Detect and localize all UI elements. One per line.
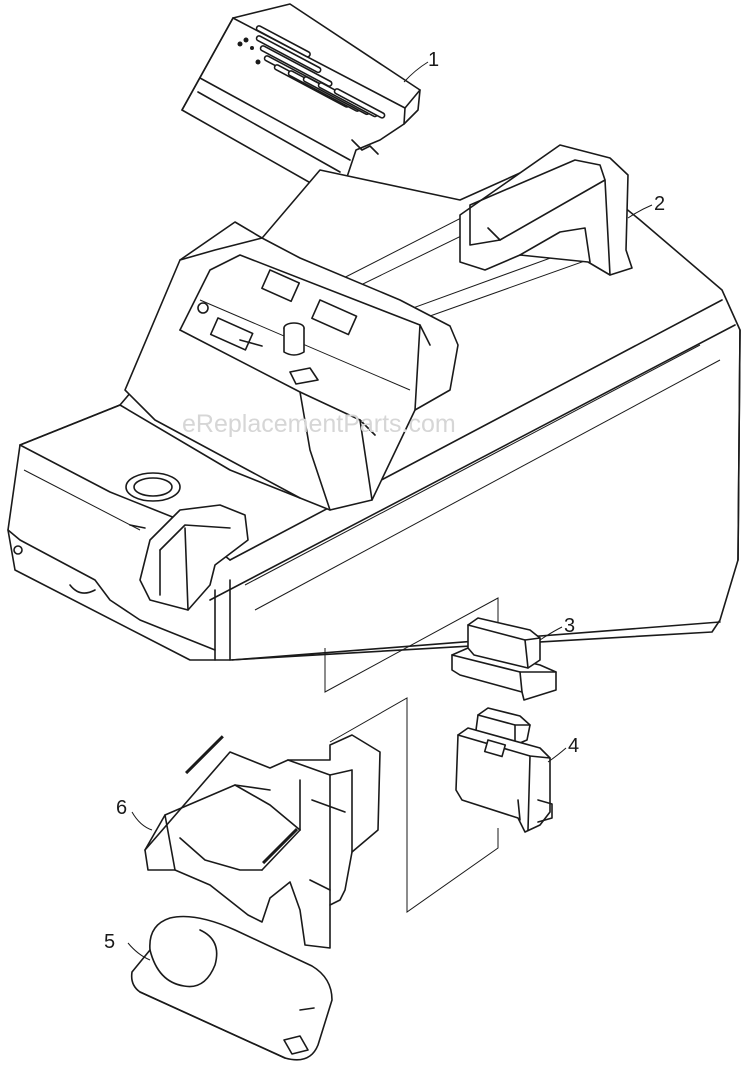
part-4-switch-body [455, 707, 553, 833]
callout-1: 1 [428, 49, 439, 71]
part-5-capacitor [130, 915, 333, 1061]
part-6-bracket [144, 734, 381, 949]
callout-4: 4 [568, 735, 579, 757]
callout-6: 6 [116, 797, 127, 819]
part-1-vent-cover [181, 3, 421, 195]
part-2-main-housing [7, 144, 741, 661]
part-3-switch-button [451, 617, 557, 701]
callout-3: 3 [564, 615, 575, 637]
callout-leaders [127, 61, 653, 961]
watermark: eReplacementParts.com [182, 410, 456, 438]
assembly-lines [324, 597, 499, 913]
callout-5: 5 [104, 931, 115, 953]
callout-2: 2 [654, 193, 665, 215]
